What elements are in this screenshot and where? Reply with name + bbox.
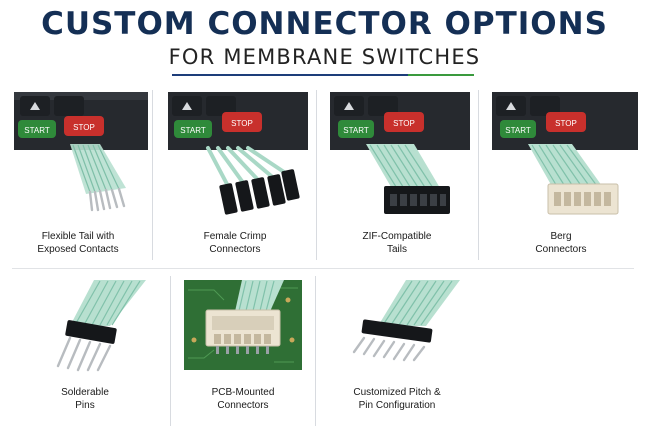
caption-line: Connectors: [535, 244, 587, 255]
caption-line: ZIF-Compatible: [362, 231, 432, 242]
zif-tail-illustration: START STOP: [330, 92, 470, 214]
caption-line: Connectors: [217, 400, 269, 411]
column-divider: [170, 276, 171, 426]
option-caption: Flexible Tail with Exposed Contacts: [8, 230, 148, 256]
caption-line: Pins: [75, 400, 95, 411]
option-caption: Customized Pitch & Pin Configuration: [322, 386, 472, 412]
stop-key-label: STOP: [555, 119, 577, 128]
berg-connector-illustration: START STOP: [492, 92, 638, 215]
caption-line: Solderable: [61, 387, 109, 398]
start-key-label: START: [343, 126, 369, 135]
page-title: CUSTOM CONNECTOR OPTIONS: [41, 6, 608, 42]
caption-line: Flexible Tail with: [41, 231, 115, 242]
column-divider: [316, 90, 317, 260]
start-key-label: START: [24, 126, 50, 135]
option-caption: Female Crimp Connectors: [160, 230, 310, 256]
custom-pitch-illustration: [352, 280, 460, 362]
pcb-mounted-illustration: [184, 280, 302, 370]
column-divider: [152, 90, 153, 260]
option-caption: Berg Connectors: [486, 230, 636, 256]
female-crimp-illustration: START STOP: [168, 92, 308, 215]
caption-line: Connectors: [209, 244, 261, 255]
stop-key-label: STOP: [73, 123, 95, 132]
subtitle-underline-blue: [172, 74, 408, 76]
page-subtitle: FOR MEMBRANE SWITCHES: [168, 45, 481, 69]
caption-line: Berg: [550, 231, 572, 242]
stop-key-label: STOP: [393, 119, 415, 128]
caption-line: Pin Configuration: [358, 400, 436, 411]
column-divider: [315, 276, 316, 426]
flexible-tail-illustration: START STOP: [14, 92, 148, 212]
option-caption: PCB-Mounted Connectors: [168, 386, 318, 412]
caption-line: Female Crimp: [203, 231, 267, 242]
subtitle-underline-green: [408, 74, 474, 76]
column-divider: [478, 90, 479, 260]
caption-line: Tails: [386, 244, 407, 255]
caption-line: Exposed Contacts: [37, 244, 119, 255]
option-caption: ZIF-Compatible Tails: [322, 230, 472, 256]
caption-line: Customized Pitch &: [353, 387, 441, 398]
option-caption: Solderable Pins: [10, 386, 160, 412]
start-key-label: START: [180, 126, 206, 135]
solderable-pins-illustration: [56, 280, 146, 372]
row-divider: [12, 268, 634, 269]
caption-line: PCB-Mounted: [211, 387, 275, 398]
stop-key-label: STOP: [231, 119, 253, 128]
start-key-label: START: [505, 126, 531, 135]
